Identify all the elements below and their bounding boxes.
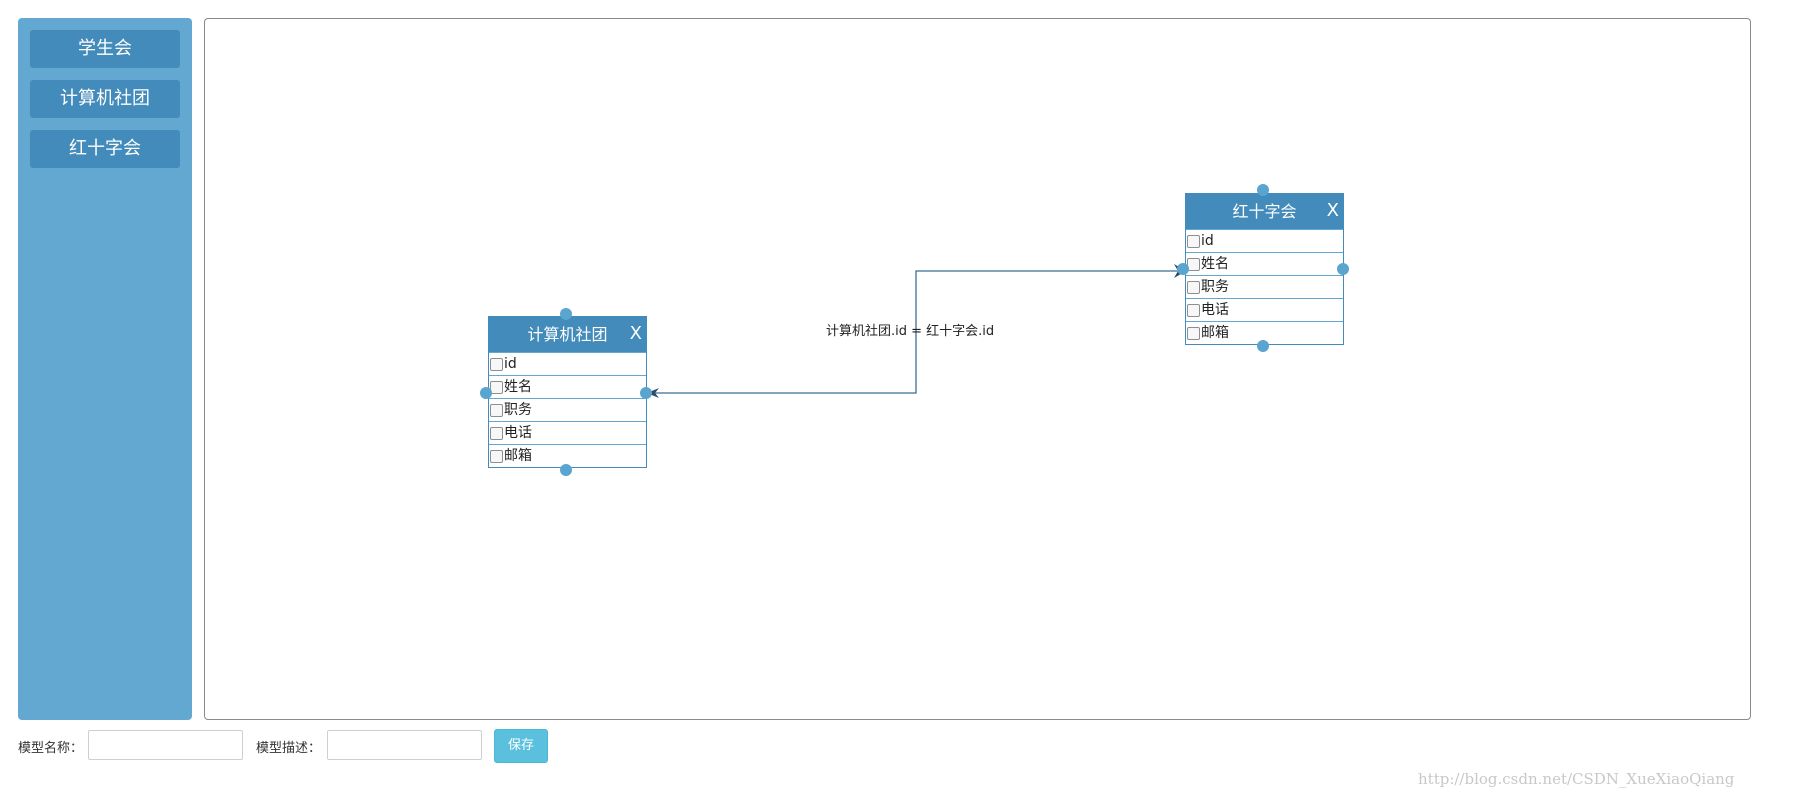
table-node-header[interactable]: 红十字会 X [1186, 194, 1343, 229]
field-row-id: id [489, 352, 646, 375]
field-checkbox[interactable] [1187, 326, 1200, 340]
model-name-input[interactable] [88, 730, 243, 760]
model-desc-label: 模型描述： [256, 741, 322, 756]
table-node-title: 计算机社团 [527, 325, 608, 344]
field-label: id [504, 355, 517, 372]
close-icon[interactable]: X [629, 323, 642, 344]
connector-dot-left[interactable] [1177, 263, 1189, 275]
connector-dot-bottom[interactable] [560, 464, 572, 476]
field-row-name: 姓名 [489, 375, 646, 398]
field-checkbox[interactable] [1187, 234, 1200, 248]
connector-dot-right[interactable] [640, 387, 652, 399]
field-row-email: 邮箱 [489, 444, 646, 467]
field-checkbox[interactable] [490, 357, 503, 371]
field-label: 职务 [1201, 278, 1229, 295]
sidebar: 学生会 计算机社团 红十字会 [18, 18, 192, 720]
connector-dot-right[interactable] [1337, 263, 1349, 275]
field-checkbox[interactable] [490, 449, 503, 463]
field-label: id [1201, 232, 1214, 249]
field-label: 姓名 [504, 378, 532, 395]
connector-dot-top[interactable] [560, 308, 572, 320]
field-label: 职务 [504, 401, 532, 418]
table-node-computer-club[interactable]: 计算机社团 X id 姓名 职务 电话 邮箱 [488, 316, 647, 468]
close-icon[interactable]: X [1326, 200, 1339, 221]
field-label: 电话 [504, 424, 532, 441]
sidebar-item-computer-club[interactable]: 计算机社团 [30, 80, 180, 118]
sidebar-item-student-union[interactable]: 学生会 [30, 30, 180, 68]
field-checkbox[interactable] [490, 403, 503, 417]
field-row-position: 职务 [1186, 275, 1343, 298]
field-checkbox[interactable] [1187, 303, 1200, 317]
field-row-id: id [1186, 229, 1343, 252]
field-row-email: 邮箱 [1186, 321, 1343, 344]
field-row-name: 姓名 [1186, 252, 1343, 275]
field-row-position: 职务 [489, 398, 646, 421]
field-row-phone: 电话 [489, 421, 646, 444]
table-node-header[interactable]: 计算机社团 X [489, 317, 646, 352]
field-label: 电话 [1201, 301, 1229, 318]
connector-dot-left[interactable] [480, 387, 492, 399]
field-checkbox[interactable] [490, 380, 503, 394]
sidebar-item-red-cross[interactable]: 红十字会 [30, 130, 180, 168]
model-name-label: 模型名称： [18, 741, 84, 756]
field-checkbox[interactable] [1187, 280, 1200, 294]
watermark-url: http://blog.csdn.net/CSDN_XueXiaoQiang [1418, 770, 1735, 788]
table-node-red-cross[interactable]: 红十字会 X id 姓名 职务 电话 邮箱 [1185, 193, 1344, 345]
field-label: 邮箱 [1201, 324, 1229, 341]
table-node-title: 红十字会 [1232, 202, 1297, 221]
model-desc-input[interactable] [327, 730, 482, 760]
field-checkbox[interactable] [1187, 257, 1200, 271]
field-row-phone: 电话 [1186, 298, 1343, 321]
relation-label[interactable]: 计算机社团.id = 红十字会.id [826, 324, 995, 339]
field-checkbox[interactable] [490, 426, 503, 440]
connector-dot-bottom[interactable] [1257, 340, 1269, 352]
field-label: 姓名 [1201, 255, 1229, 272]
model-canvas[interactable] [204, 18, 1751, 720]
field-label: 邮箱 [504, 447, 532, 464]
connector-dot-top[interactable] [1257, 184, 1269, 196]
save-button[interactable]: 保存 [494, 729, 548, 763]
